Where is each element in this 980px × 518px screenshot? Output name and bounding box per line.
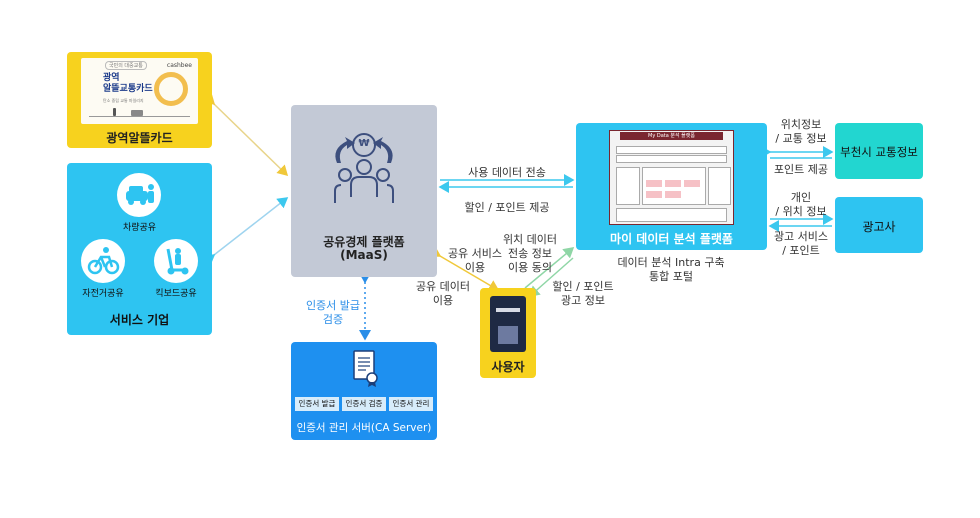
bucheon-label: 부천시 교통정보	[840, 145, 918, 159]
edge-discount-ad-2: 광고 정보	[561, 294, 605, 307]
edge-ad-in-1: 개인	[790, 191, 812, 204]
maas-user-arrow	[429, 246, 500, 291]
walker-icon	[113, 108, 116, 116]
card-brand: cashbee	[166, 62, 192, 69]
mydata-screen: My Data 분석 플랫폼	[609, 130, 734, 225]
service-box: 차량공유 자전거공유 킥보드공유 서비스 기업	[67, 163, 212, 335]
edge-share-data-1: 공유 데이터	[415, 280, 471, 293]
edge-cert-2: 검증	[322, 313, 344, 326]
screen-footer	[616, 208, 727, 222]
edge-share-data-2: 이용	[432, 294, 454, 307]
edge-traffic-1: 위치정보	[780, 118, 822, 131]
edge-usage-send: 사용 데이터 전송	[468, 166, 546, 179]
ca-box: 인증서 발급 인증서 검증 인증서 관리 인증서 관리 서버(CA Server…	[291, 342, 437, 440]
bike-share-label: 자전거공유	[82, 289, 124, 299]
user-label: 사용자	[491, 360, 525, 374]
ad-box: 광고사	[835, 197, 923, 253]
maas-box: ₩ 공유경제 플랫폼 (MaaS)	[291, 105, 437, 277]
sharing-economy-icon: ₩	[323, 127, 405, 217]
screen-panel-left	[616, 167, 640, 205]
screen-bar-2	[616, 155, 727, 163]
mydata-caption-1: 데이터 분석 Intra 구축	[617, 256, 725, 269]
edge-ad-out-1: 광고 서비스	[773, 230, 829, 243]
card-box: 국민의 대중교통 cashbee 광역 알뜰교통카드 탄소 중립 교통 마일리지…	[67, 52, 212, 148]
edge-discount-ad-1: 할인 / 포인트	[552, 280, 614, 293]
edge-location-1: 위치 데이터	[502, 233, 558, 246]
edge-discount-point: 할인 / 포인트 제공	[464, 201, 550, 214]
car-share-icon	[117, 173, 161, 217]
card-graphic	[154, 72, 188, 106]
kickboard-share-label: 킥보드공유	[155, 289, 197, 299]
certificate-icon	[348, 348, 382, 388]
edge-ad-out-2: / 포인트	[782, 244, 820, 257]
edge-location-3: 이용 동의	[508, 261, 552, 274]
car-share-label: 차량공유	[122, 223, 157, 233]
ca-label: 인증서 관리 서버(CA Server)	[296, 422, 432, 434]
bucheon-box: 부천시 교통정보	[835, 123, 923, 179]
card-image-title: 광역 알뜰교통카드	[103, 73, 153, 94]
screen-panel-mid	[642, 167, 706, 205]
service-maas-arrow	[203, 197, 289, 266]
user-box: 사용자	[480, 288, 536, 378]
phone-image	[490, 296, 526, 352]
screen-panel-right	[708, 167, 731, 205]
ca-button-verify[interactable]: 인증서 검증	[342, 397, 386, 411]
ca-button-issue[interactable]: 인증서 발급	[295, 397, 339, 411]
screen-bar-1	[616, 146, 727, 154]
service-label: 서비스 기업	[109, 313, 170, 327]
card-badge: 국민의 대중교통	[105, 61, 147, 70]
card-ground-line	[89, 116, 190, 117]
edge-location-2: 전송 정보	[508, 247, 552, 260]
edge-point-provide: 포인트 제공	[773, 163, 829, 176]
edge-cert-1: 인증서 발급	[305, 299, 361, 312]
edge-share-service-1: 공유 서비스	[447, 247, 503, 260]
kickboard-share-icon	[154, 239, 198, 283]
won-symbol: ₩	[358, 138, 370, 149]
card-caption: 탄소 중립 교통 마일리지	[103, 98, 144, 103]
card-image: 국민의 대중교통 cashbee 광역 알뜰교통카드 탄소 중립 교통 마일리지	[81, 58, 198, 124]
card-maas-arrow	[203, 93, 289, 177]
card-label: 광역알뜰카드	[106, 131, 173, 145]
edge-share-service-2: 이용	[464, 261, 486, 274]
maas-label-line2: (MaaS)	[340, 248, 388, 262]
user-mydata-arrow-1	[524, 247, 575, 289]
edge-traffic-2: / 교통 정보	[775, 132, 827, 145]
user-mydata-arrow-2	[528, 257, 574, 297]
mydata-box: My Data 분석 플랫폼 마이 데이터 분석 플랫폼	[576, 123, 767, 250]
bike-share-icon	[81, 239, 125, 283]
mydata-caption-2: 통합 포털	[649, 270, 693, 283]
mydata-label: 마이 데이터 분석 플랫폼	[610, 232, 733, 246]
mydata-screen-title: My Data 분석 플랫폼	[620, 132, 723, 140]
edge-ad-in-2: / 위치 정보	[775, 205, 827, 218]
ca-button-manage[interactable]: 인증서 관리	[389, 397, 433, 411]
ad-label: 광고사	[862, 220, 896, 234]
bus-icon	[131, 110, 143, 116]
maas-label-line1: 공유경제 플랫폼	[323, 235, 405, 249]
